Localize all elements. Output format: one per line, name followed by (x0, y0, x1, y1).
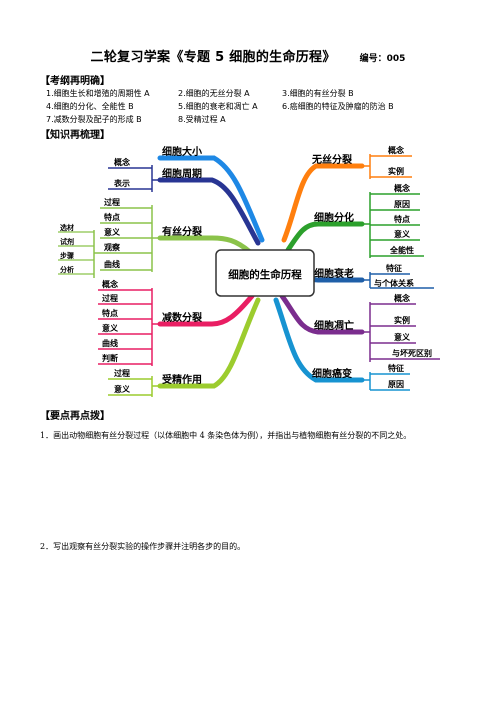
section-knowledge-heading: 【知识再梳理】 (40, 130, 110, 141)
meiosis-item-concept: 概念 (102, 279, 118, 289)
mitosis-item-observation: 观察 (104, 242, 121, 252)
experiment-item-steps: 步骤 (60, 251, 74, 260)
cancer-item-characteristics: 特征 (388, 363, 404, 373)
experiment-item-reagents: 试剂 (60, 237, 74, 246)
label-cell-size: 细胞大小 (162, 145, 202, 158)
label-fertilization: 受精作用 (162, 373, 202, 386)
aging-item-individual-relation: 与个体关系 (374, 278, 414, 288)
branch-amitosis: 无丝分裂 概念 实例 (281, 145, 412, 243)
center-label: 细胞的生命历程 (228, 268, 302, 281)
meiosis-item-features: 特点 (102, 308, 118, 318)
fertilization-item-significance: 意义 (114, 384, 131, 394)
label-differentiation: 细胞分化 (314, 211, 354, 224)
differentiation-item-totipotency: 全能性 (389, 245, 414, 255)
document-number: 编号：005 (359, 54, 406, 64)
mitosis-item-curve: 曲线 (104, 259, 120, 269)
apoptosis-item-significance: 意义 (394, 332, 411, 342)
branch-fertilization: 受精作用 过程 意义 (108, 297, 261, 397)
objective-3: 3.细胞的有丝分裂 B (282, 89, 354, 98)
cycle-item-representation: 表示 (113, 178, 130, 188)
differentiation-item-cause: 原因 (394, 200, 410, 209)
label-cancer: 细胞癌变 (312, 367, 352, 380)
amitosis-item-concept: 概念 (388, 145, 404, 155)
meiosis-item-curve: 曲线 (102, 338, 118, 348)
amitosis-item-example: 实例 (388, 166, 404, 176)
meiosis-item-judgment: 判断 (102, 353, 118, 363)
differentiation-item-features: 特点 (394, 214, 410, 224)
mitosis-item-significance: 意义 (104, 227, 121, 237)
apoptosis-item-concept: 概念 (394, 293, 410, 303)
label-apoptosis: 细胞凋亡 (314, 319, 354, 332)
branch-cell-size: 细胞大小 (157, 145, 265, 243)
cancer-item-cause: 原因 (388, 380, 404, 389)
center-node: 细胞的生命历程 (215, 249, 315, 297)
aging-item-characteristics: 特征 (386, 263, 402, 273)
branch-mitosis: 有丝分裂 过程 特点 意义 观察 曲线 选材 试剂 步骤 分析 (58, 197, 253, 278)
objective-1: 1.细胞生长和增殖的周期性 A (46, 89, 150, 98)
apoptosis-item-necrosis-difference: 与坏死区别 (392, 348, 432, 358)
cycle-item-concept: 概念 (114, 157, 130, 167)
page-title: 二轮复习学案《专题 5 细胞的生命历程》 (90, 50, 336, 65)
question-2: 2．写出观察有丝分裂实验的操作步骤并注明各步的目的。 (40, 542, 246, 551)
differentiation-item-significance: 意义 (394, 229, 411, 239)
branch-cancer: 细胞癌变 特征 原因 (273, 297, 410, 391)
objective-6: 6.癌细胞的特征及肿瘤的防治 B (282, 102, 394, 111)
objective-2: 2.细胞的无丝分裂 A (178, 89, 250, 98)
fertilization-item-process: 过程 (114, 368, 130, 378)
label-mitosis: 有丝分裂 (162, 225, 202, 238)
objective-7: 7.减数分裂及配子的形成 B (46, 115, 142, 124)
branch-meiosis: 减数分裂 概念 过程 特点 意义 曲线 判断 (98, 279, 255, 366)
question-1: 1．画出动物细胞有丝分裂过程（以体细胞中 4 条染色体为例），并指出与植物细胞有… (40, 431, 412, 440)
objective-8: 8.受精过程 A (178, 115, 226, 124)
label-amitosis: 无丝分裂 (311, 153, 352, 166)
mitosis-item-features: 特点 (104, 212, 120, 222)
label-meiosis: 减数分裂 (162, 311, 202, 324)
branch-differentiation: 细胞分化 概念 原因 特点 意义 全能性 (285, 183, 424, 258)
mitosis-item-process: 过程 (104, 197, 120, 207)
apoptosis-item-example: 实例 (394, 315, 410, 325)
branch-cell-cycle: 细胞周期 概念 表示 (108, 157, 261, 246)
experiment-item-analysis: 分析 (60, 265, 74, 274)
meiosis-item-process: 过程 (102, 293, 118, 303)
objective-5: 5.细胞的衰老和凋亡 A (178, 102, 258, 111)
experiment-item-materials: 选材 (60, 223, 74, 232)
meiosis-item-significance: 意义 (102, 323, 119, 333)
section-exam-outline-heading: 【考纲再明确】 (40, 76, 110, 87)
title-row: 二轮复习学案《专题 5 细胞的生命历程》 编号：005 (0, 46, 496, 65)
differentiation-item-concept: 概念 (394, 183, 410, 193)
label-cell-cycle: 细胞周期 (162, 167, 202, 180)
section-key-points-heading: 【要点再点拨】 (40, 411, 110, 422)
label-aging: 细胞衰老 (314, 267, 354, 280)
objective-4: 4.细胞的分化、全能性 B (46, 102, 134, 111)
branch-apoptosis: 细胞凋亡 概念 实例 意义 与坏死区别 (279, 293, 440, 362)
